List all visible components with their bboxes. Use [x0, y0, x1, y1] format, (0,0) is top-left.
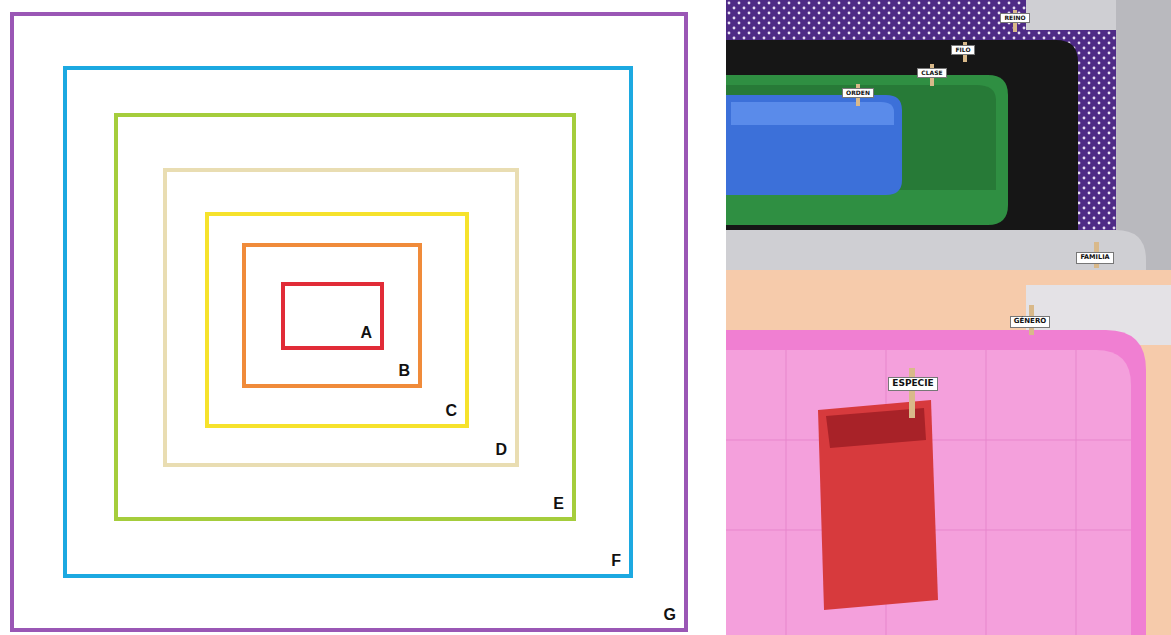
nested-box: EDCBA: [114, 113, 576, 521]
nested-box: BA: [242, 243, 422, 388]
rank-tag: CLASE: [917, 68, 946, 79]
box-letter: C: [445, 403, 457, 419]
box-letter: B: [398, 363, 410, 379]
box-letter: G: [664, 607, 676, 623]
rank-tag: ORDEN: [842, 88, 874, 99]
photo-illustration: [726, 0, 1171, 635]
nested-box: CBA: [205, 212, 469, 428]
box-letter: A: [360, 325, 372, 341]
rank-tag: REINO: [1000, 13, 1029, 24]
nested-box: A: [281, 282, 384, 350]
box-letter: F: [611, 553, 621, 569]
rank-tag: ESPECIE: [888, 377, 937, 391]
rank-tag: FAMILIA: [1076, 252, 1113, 263]
box-letter: E: [553, 496, 564, 512]
rank-tag: GÉNERO: [1010, 316, 1051, 328]
nested-box: DCBA: [163, 168, 519, 467]
nested-box: FEDCBA: [63, 66, 633, 578]
nested-box: GFEDCBA: [10, 12, 688, 632]
rank-tag: FILO: [951, 45, 974, 56]
box-letter: D: [495, 442, 507, 458]
